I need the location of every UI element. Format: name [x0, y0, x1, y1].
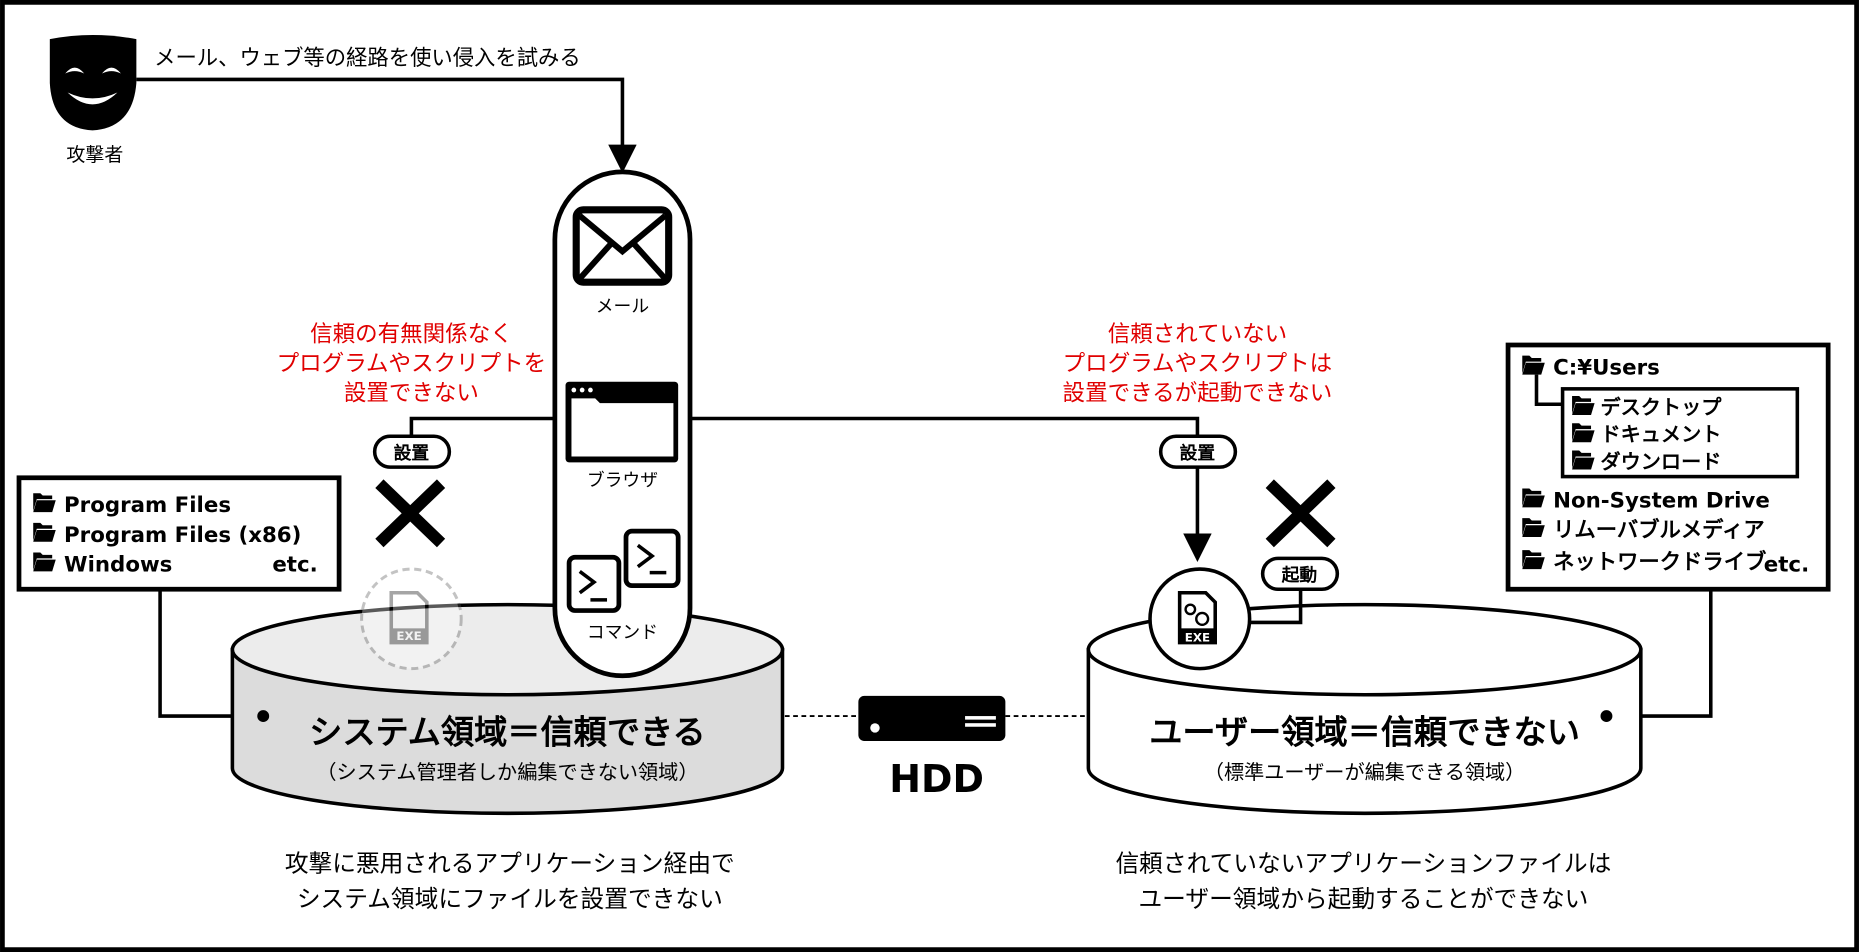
- command-label: コマンド: [587, 622, 658, 643]
- svg-text:ドキュメント: ドキュメント: [1601, 422, 1722, 446]
- command-icon: [566, 528, 681, 613]
- system-area-title: システム領域＝信頼できる: [309, 712, 706, 751]
- svg-text:etc.: etc.: [1764, 552, 1809, 577]
- right-warning: 信頼されていない プログラムやスクリプトは 設置できるが起動できない: [1063, 321, 1333, 406]
- hdd-icon: [858, 695, 1006, 741]
- svg-text:設置: 設置: [1180, 442, 1216, 464]
- svg-text:設置できない: 設置できない: [344, 381, 479, 407]
- svg-text:ユーザー領域から起動することができない: ユーザー領域から起動することができない: [1138, 885, 1588, 913]
- left-warning: 信頼の有無関係なく プログラムやスクリプトを 設置できない: [277, 321, 547, 406]
- attacker-mask-icon: [49, 34, 137, 131]
- user-area-subtitle: （標準ユーザーが編集できる領域）: [1204, 760, 1525, 784]
- svg-text:Non-System Drive: Non-System Drive: [1553, 488, 1770, 513]
- attack-arrow: [136, 77, 637, 174]
- user-area-cylinder: [1086, 602, 1643, 816]
- svg-text:設置できるが起動できない: 設置できるが起動できない: [1063, 381, 1333, 407]
- install-badge-right: 設置: [1158, 434, 1238, 469]
- svg-text:ダウンロード: ダウンロード: [1601, 449, 1722, 473]
- system-folder-box: Program Files Program Files (x86) Window…: [16, 475, 342, 592]
- mail-label: メール: [596, 296, 649, 317]
- cross-icon-install: [375, 479, 446, 548]
- svg-text:EXE: EXE: [1185, 630, 1210, 644]
- svg-text:リムーバブルメディア: リムーバブルメディア: [1553, 517, 1765, 543]
- cross-icon-launch: [1265, 479, 1336, 548]
- mail-icon: [572, 206, 673, 286]
- caption-left: 攻撃に悪用されるアプリケーション経由で システム領域にファイルを設置できない: [285, 849, 735, 913]
- caption-right: 信頼されていないアプリケーションファイルは ユーザー領域から起動することができな…: [1115, 849, 1611, 913]
- svg-text:C:¥Users: C:¥Users: [1553, 356, 1660, 381]
- svg-text:システム領域にファイルを設置できない: システム領域にファイルを設置できない: [297, 885, 723, 913]
- system-folder-connector: [158, 589, 264, 718]
- svg-text:デスクトップ: デスクトップ: [1601, 395, 1723, 419]
- svg-text:etc.: etc.: [272, 552, 317, 577]
- attacker-label: 攻撃者: [66, 144, 123, 166]
- svg-text:EXE: EXE: [396, 629, 421, 643]
- svg-text:Program Files: Program Files: [64, 493, 231, 518]
- svg-text:攻撃に悪用されるアプリケーション経由で: 攻撃に悪用されるアプリケーション経由で: [285, 849, 735, 877]
- system-area-subtitle: （システム管理者しか編集できない領域）: [316, 760, 698, 784]
- svg-text:Program Files (x86): Program Files (x86): [64, 523, 301, 548]
- svg-text:起動: 起動: [1281, 564, 1318, 586]
- user-folder-box: C:¥Users デスクトップ ドキュメント ダウンロード Non-System…: [1505, 342, 1831, 592]
- svg-text:設置: 設置: [394, 442, 430, 464]
- svg-text:プログラムやスクリプトを: プログラムやスクリプトを: [277, 351, 547, 377]
- svg-text:信頼されていないアプリケーションファイルは: 信頼されていないアプリケーションファイルは: [1115, 849, 1611, 877]
- attack-route-text: メール、ウェブ等の経路を使い侵入を試みる: [154, 46, 581, 71]
- launch-badge: 起動: [1260, 556, 1340, 591]
- svg-text:ネットワークドライブ: ネットワークドライブ: [1553, 549, 1767, 575]
- browser-icon: [565, 381, 679, 463]
- install-line-right: [690, 416, 1200, 439]
- svg-text:Windows: Windows: [64, 552, 172, 577]
- install-line-left: [409, 416, 555, 439]
- svg-text:信頼の有無関係なく: 信頼の有無関係なく: [310, 321, 513, 347]
- svg-text:信頼されていない: 信頼されていない: [1108, 321, 1287, 347]
- launch-line: [1249, 589, 1303, 625]
- exe-file-icon: EXE: [1148, 567, 1252, 671]
- hdd-label: HDD: [889, 757, 984, 801]
- install-badge-left: 設置: [372, 434, 452, 469]
- user-area-title: ユーザー領域＝信頼できない: [1149, 712, 1580, 751]
- svg-text:プログラムやスクリプトは: プログラムやスクリプトは: [1063, 351, 1333, 377]
- blocked-exe-icon: EXE: [360, 567, 463, 671]
- browser-label: ブラウザ: [587, 469, 658, 491]
